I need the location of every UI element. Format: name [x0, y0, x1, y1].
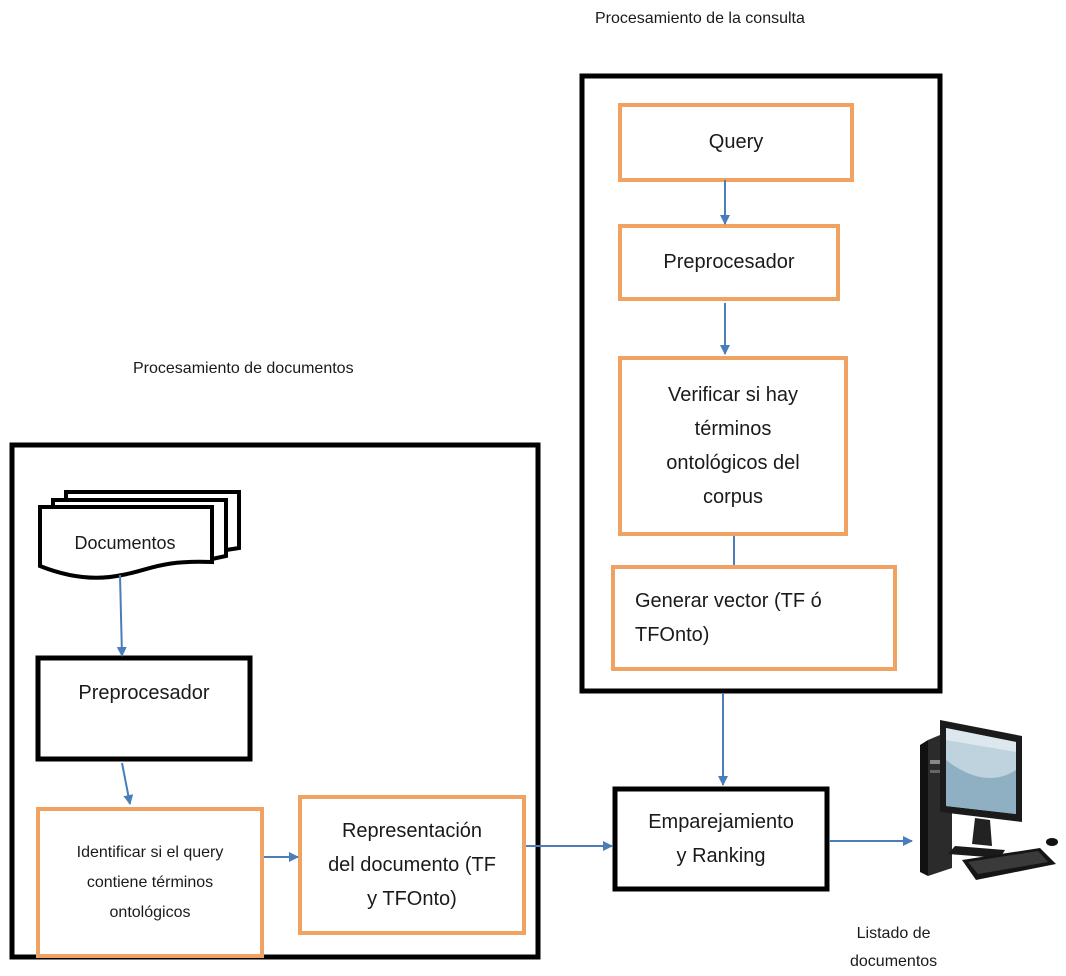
- output-label: Listado de documentos: [850, 925, 938, 970]
- docs-section-title: Procesamiento de documentos: [133, 360, 354, 377]
- documents-label: Documentos: [74, 532, 176, 553]
- arrow-preprocessor-to-identify: [121, 762, 134, 805]
- query-box: [618, 103, 854, 182]
- representation-box: [298, 795, 526, 935]
- docs-panel-frame: [9, 442, 541, 960]
- preprocessor-query-label: Preprocesador: [663, 251, 795, 273]
- documents-stack-icon: [38, 490, 241, 580]
- preprocessor-docs-label: Preprocesador: [78, 681, 210, 704]
- identify-label: Identificar si el query contiene término…: [76, 843, 224, 921]
- identify-box: [36, 807, 264, 958]
- query-label: Query: [708, 131, 764, 153]
- query-section-title: Procesamiento de la consulta: [595, 10, 805, 27]
- vector-box: [611, 565, 897, 671]
- matching-label: Emparejamiento y Ranking: [648, 811, 794, 867]
- query-panel-frame: [579, 73, 943, 694]
- vector-label: Generar vector (TF ó TFOnto): [635, 590, 822, 646]
- preprocessor-query-box: [618, 224, 840, 301]
- preprocessor-docs-box: [35, 655, 253, 762]
- computer-icon: [920, 720, 1058, 880]
- arrow-documents-to-preprocessor: [116, 574, 127, 657]
- verify-label: Verificar si hay términos ontológicos de…: [666, 384, 800, 508]
- representation-label: Representación del documento (TF y TFOnt…: [328, 820, 496, 910]
- verify-box: [618, 356, 848, 536]
- matching-box: [612, 786, 830, 892]
